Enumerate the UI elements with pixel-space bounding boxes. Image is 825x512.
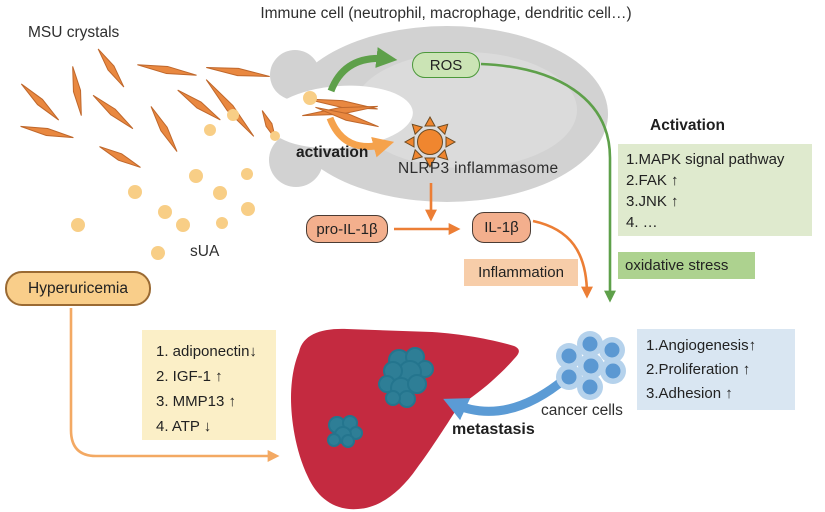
hyperuricemia-to-liver-arrow [69, 308, 280, 462]
il1b-box: IL-1β [472, 212, 531, 243]
list-item: 2.FAK ↑ [626, 172, 679, 189]
list-item: 4. … [626, 214, 658, 231]
msu-crystals-label: MSU crystals [28, 24, 120, 41]
list-item: 1.MAPK signal pathway [626, 151, 785, 168]
il1b-label: IL-1β [484, 219, 519, 236]
inflammation-box: Inflammation [464, 259, 578, 286]
list-item: 3. MMP13 ↑ [156, 393, 237, 410]
ros-box: ROS [412, 52, 480, 78]
list-item: 1.Angiogenesis↑ [646, 337, 757, 354]
tumor-small [327, 415, 363, 448]
hyperuricemia-label: Hyperuricemia [28, 279, 128, 297]
oxidative-stress-box: oxidative stress [618, 252, 755, 279]
list-item: 1. adiponectin↓ [156, 343, 257, 360]
cancer-effects-box: 1.Angiogenesis↑ 2.Proliferation ↑ 3.Adhe… [637, 329, 795, 410]
sua-label: sUA [190, 243, 220, 260]
cancer-cells-label: cancer cells [541, 402, 623, 419]
list-item: 3.Adhesion ↑ [646, 385, 733, 402]
nlrp3-activation-arrow [326, 116, 395, 158]
msu-crystals [20, 48, 379, 168]
metastasis-arrow [443, 374, 569, 421]
liver-shape [291, 328, 519, 510]
list-item: 2. IGF-1 ↑ [156, 368, 223, 385]
pro-il1b-box: pro-IL-1β [306, 215, 388, 243]
hyperuricemia-box: Hyperuricemia [5, 271, 151, 306]
metastasis-label: metastasis [452, 421, 535, 438]
cancer-cells-cluster [556, 331, 626, 400]
nlrp3-label: NLRP3 inflammasome [398, 160, 559, 177]
diagram-title: Immune cell (neutrophil, macrophage, den… [260, 5, 632, 22]
sua-dots [71, 91, 317, 260]
ros-label: ROS [429, 56, 463, 74]
activation-label: activation [296, 144, 369, 161]
il1b-to-cancer-arrow [532, 219, 593, 299]
activation-effects-box: 1.MAPK signal pathway 2.FAK ↑ 3.JNK ↑ 4.… [618, 144, 812, 236]
list-item: 4. ATP ↓ [156, 418, 212, 435]
activation-heading: Activation [650, 117, 725, 134]
list-item: 3.JNK ↑ [626, 193, 679, 210]
list-item: 2.Proliferation ↑ [646, 361, 751, 378]
nlrp3-inflammasome-icon [403, 115, 457, 169]
ros-to-cancer-arrow [480, 62, 616, 303]
inflammation-label: Inflammation [478, 264, 564, 281]
ros-activation-arrow [327, 47, 398, 93]
oxidative-stress-label: oxidative stress [625, 257, 729, 274]
pro-il1b-label: pro-IL-1β [316, 220, 378, 238]
hyperuricemia-effects-box: 1. adiponectin↓ 2. IGF-1 ↑ 3. MMP13 ↑ 4.… [142, 330, 276, 440]
tumor-large [378, 347, 434, 408]
